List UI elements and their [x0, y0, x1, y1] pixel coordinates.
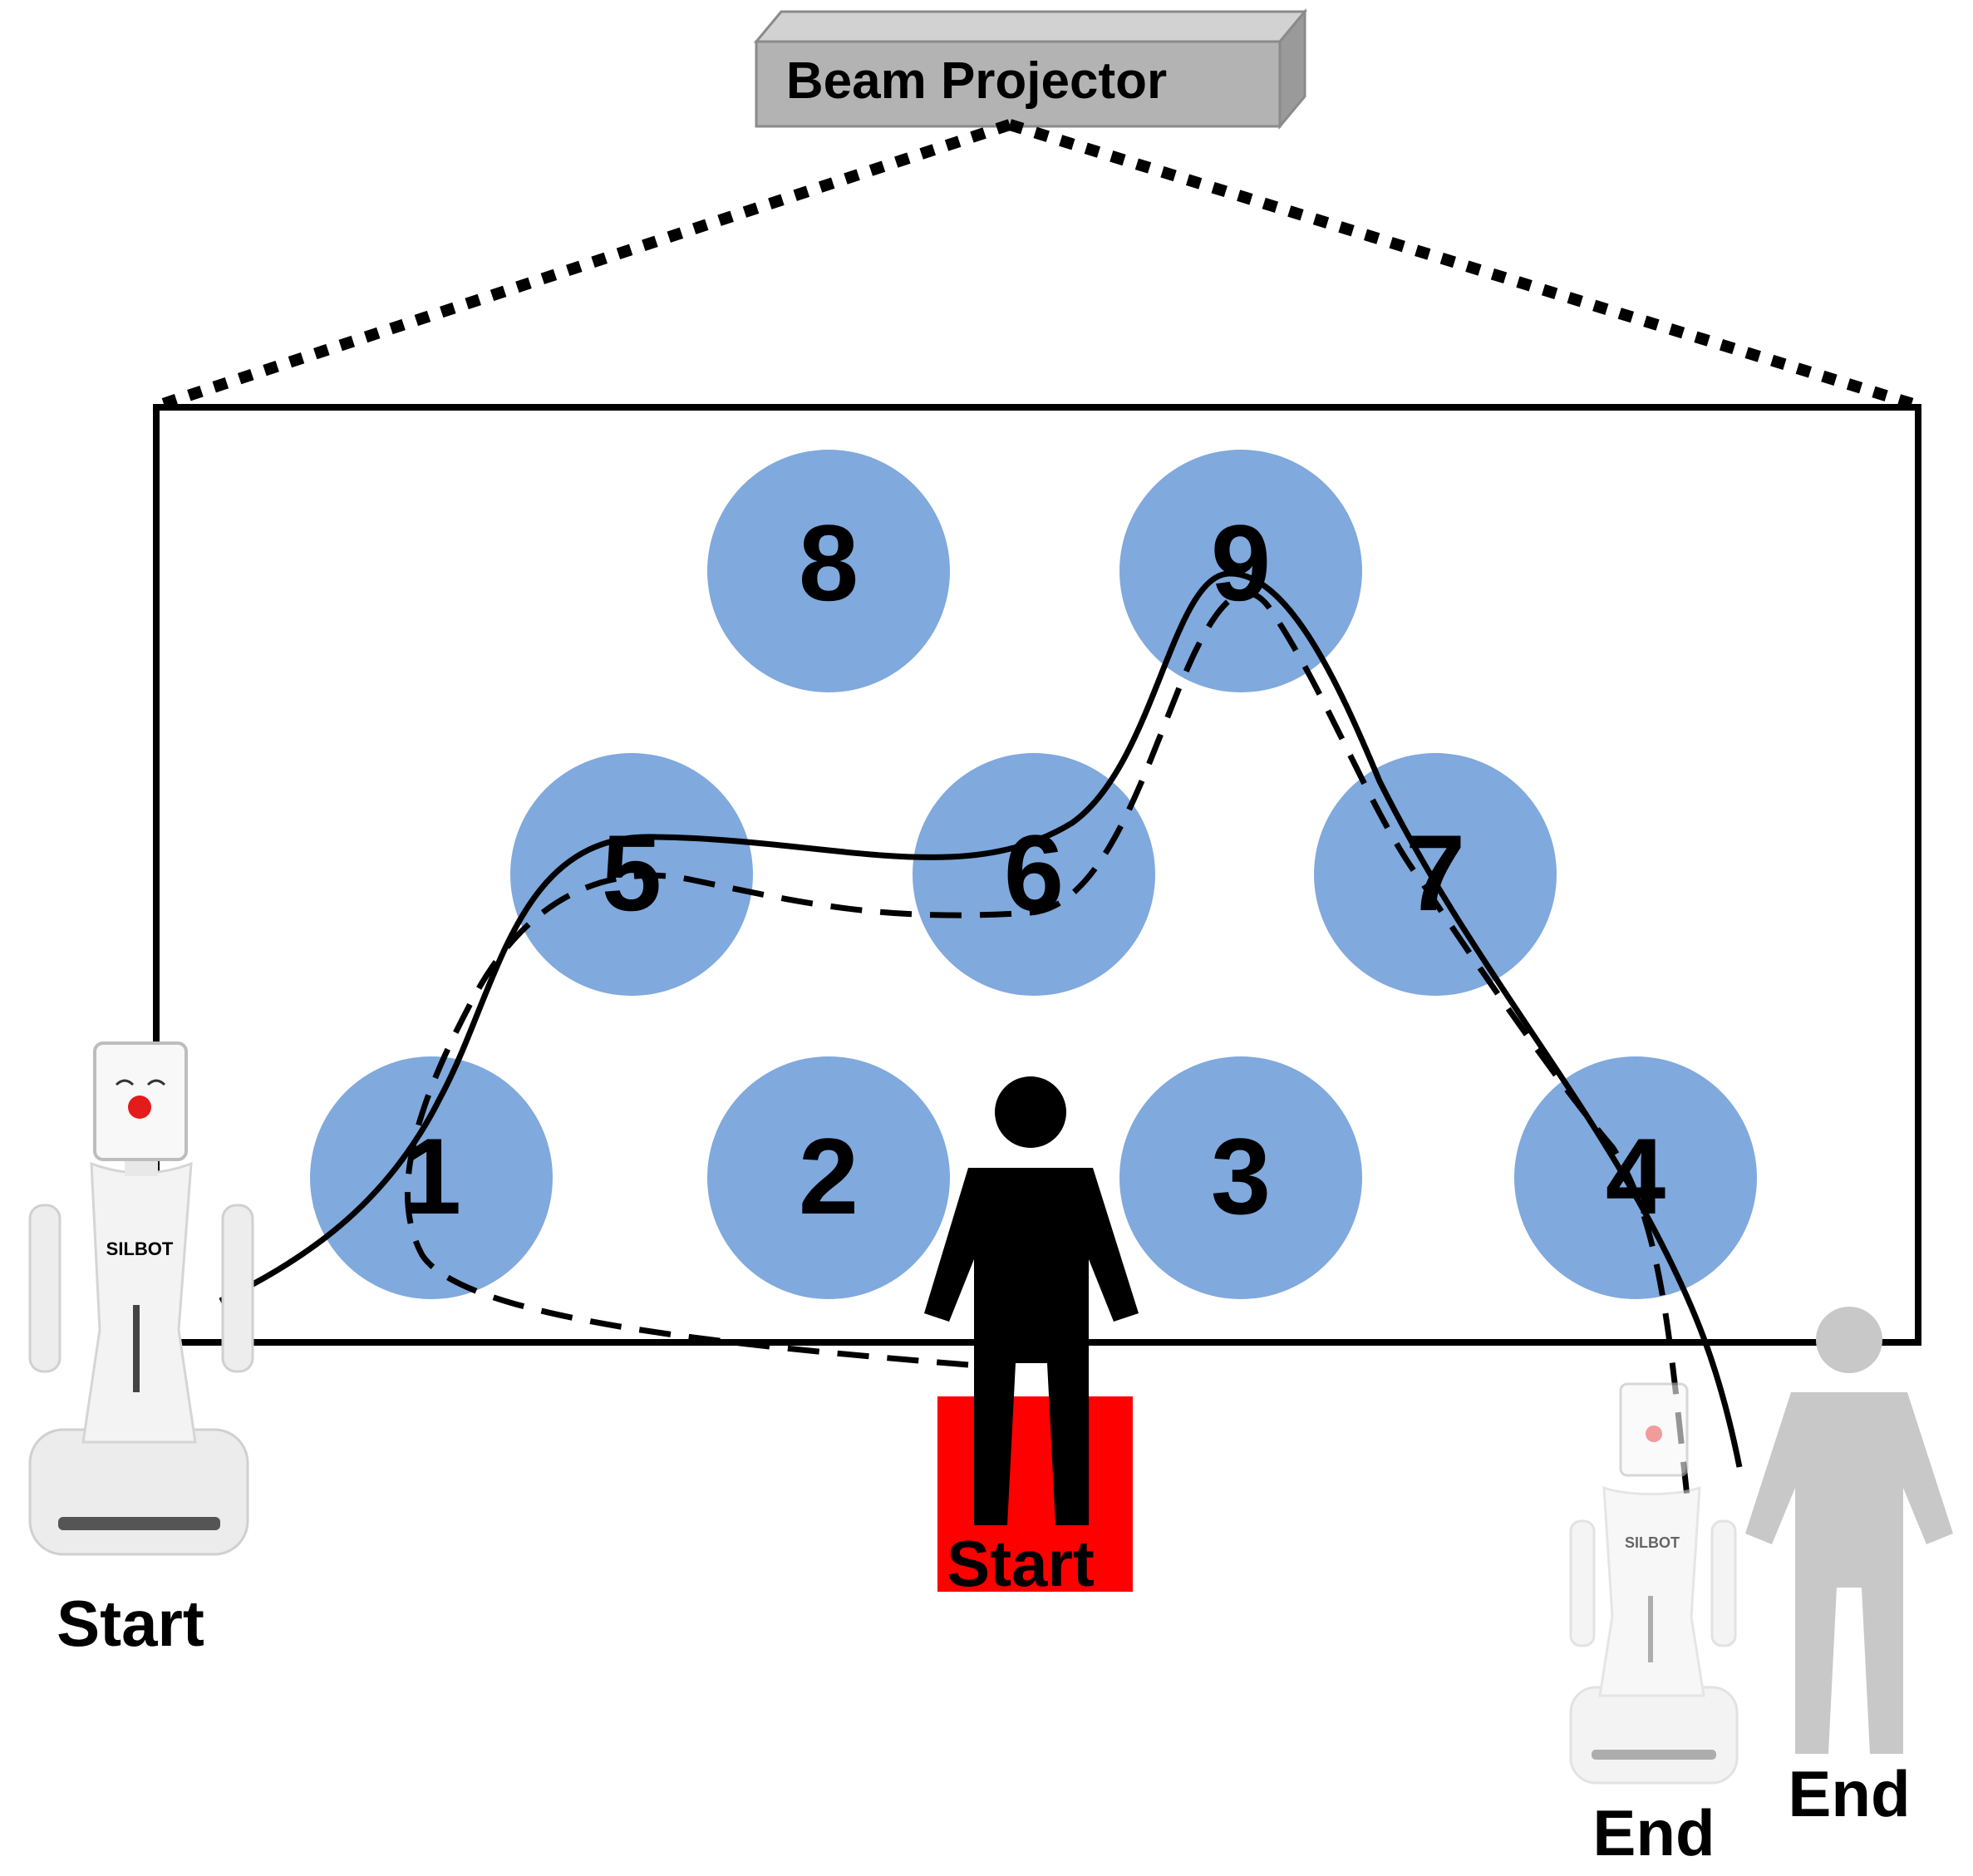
circle-3-shape — [1119, 1056, 1362, 1299]
robot-end-base-strip — [1592, 1750, 1716, 1760]
robot-start-base — [28, 1428, 249, 1556]
circle-8-shape — [707, 450, 950, 692]
circle-2-shape — [707, 1056, 950, 1299]
circle-4: 4 — [1514, 1056, 1757, 1299]
person-start-label: Start — [947, 1527, 1095, 1600]
robot-end-nose-icon — [1646, 1425, 1662, 1442]
robot-start-badge: SILBOT — [106, 1238, 174, 1259]
robot-start-eyes-icon — [115, 1079, 166, 1086]
circle-1: 1 — [310, 1056, 553, 1299]
circle-9: 9 — [1119, 450, 1362, 692]
projection-beam — [155, 119, 1921, 411]
projector-top — [753, 10, 1308, 43]
circle-5-shape — [510, 753, 753, 996]
robot-start-label: Start — [57, 1587, 204, 1660]
person-end-body — [1745, 1392, 1953, 1754]
robot-end-body-slot — [1648, 1596, 1653, 1662]
person-end-head — [1816, 1307, 1882, 1373]
robot-end-base — [1569, 1686, 1739, 1785]
projection-beam-right — [1007, 119, 1921, 411]
projection-beam-left — [155, 119, 1012, 411]
circle-6-shape — [913, 753, 1155, 996]
beam-projector: Beam Projector — [753, 7, 1308, 130]
circle-4-label: 4 — [1606, 1115, 1665, 1237]
robot-end-body — [1598, 1485, 1705, 1697]
circle-3-label: 3 — [1211, 1115, 1271, 1237]
target-circles: 8 9 5 6 7 1 2 3 — [310, 450, 1757, 1299]
person-figure — [924, 1076, 1139, 1525]
circle-3: 3 — [1119, 1056, 1362, 1299]
robot-end-left-arm — [1569, 1519, 1596, 1647]
circle-2-label: 2 — [799, 1115, 859, 1237]
circle-1-shape — [310, 1056, 553, 1299]
circle-5: 5 — [510, 753, 753, 996]
projector-label: Beam Projector — [786, 52, 1167, 110]
person-head — [995, 1076, 1066, 1148]
robot-start-figure: SILBOT — [28, 1041, 254, 1556]
human-path — [404, 589, 1690, 1497]
circle-8-label: 8 — [799, 502, 859, 623]
circle-6: 6 — [913, 753, 1155, 996]
person-end-label: End — [1788, 1757, 1910, 1830]
robot-start-left-arm — [28, 1204, 62, 1373]
circle-2: 2 — [707, 1056, 950, 1299]
person-end-figure — [1745, 1307, 1953, 1754]
robot-end-label: End — [1592, 1796, 1715, 1869]
robot-start-body — [81, 1161, 197, 1444]
projector-front — [755, 40, 1282, 128]
circle-4-shape — [1514, 1056, 1757, 1299]
start-square — [937, 1396, 1133, 1592]
person-body — [924, 1168, 1139, 1525]
robot-end-figure: SILBOT — [1569, 1382, 1739, 1785]
robot-end-badge: SILBOT — [1625, 1534, 1680, 1551]
robot-path — [219, 570, 1743, 1468]
robot-start-right-arm — [221, 1204, 254, 1373]
robot-start-nose-icon — [128, 1096, 151, 1119]
circle-7-shape — [1314, 753, 1557, 996]
robot-start-body-slot — [133, 1305, 140, 1392]
robot-end-right-arm — [1710, 1519, 1737, 1647]
circle-8: 8 — [707, 450, 950, 692]
circle-7: 7 — [1314, 753, 1557, 996]
circle-9-label: 9 — [1211, 502, 1271, 623]
person-start-marker — [937, 1396, 1133, 1592]
robot-start-base-strip — [58, 1517, 220, 1530]
